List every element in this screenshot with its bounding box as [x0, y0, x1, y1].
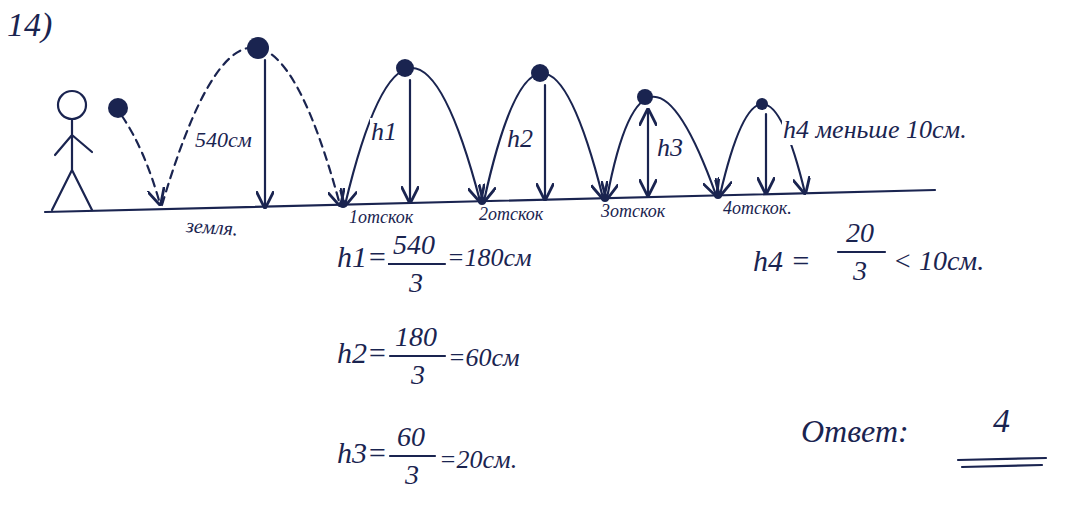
- problem-number: 14): [6, 6, 53, 43]
- height-arrow: [647, 110, 649, 195]
- throw-path: [122, 116, 160, 204]
- bounce-path: [162, 48, 340, 206]
- answer-label: Ответ:: [800, 414, 910, 449]
- numerator: 20: [845, 218, 875, 249]
- bounce-path: [484, 73, 603, 201]
- height-label: h3: [656, 134, 684, 163]
- bounce-label: 2отскок: [478, 205, 544, 225]
- bounce-path: [607, 97, 716, 198]
- numerator: 60: [396, 422, 426, 453]
- denominator: 3: [408, 268, 424, 299]
- ground-label: земля.: [184, 214, 239, 240]
- denominator: 3: [410, 360, 426, 391]
- height-arrow: [765, 114, 767, 193]
- note-text: h4 меньше 10см.: [782, 116, 968, 145]
- bounce-path: [345, 68, 480, 205]
- equation-part: =20см.: [438, 446, 518, 475]
- equation-part: h3=: [336, 436, 388, 469]
- height-label: h1: [370, 118, 398, 147]
- equation-part: h2=: [336, 336, 388, 369]
- numerator: 180: [394, 322, 438, 353]
- height-label: 540см: [194, 128, 253, 152]
- bounce-label: 3отскок: [600, 202, 666, 222]
- height-arrow: [544, 85, 546, 199]
- equation-part: < 10см.: [892, 246, 985, 277]
- bounce-label: 1отскок: [348, 208, 414, 228]
- denominator: 3: [404, 460, 420, 491]
- equation-part: =60см: [447, 344, 521, 373]
- bounce-label: 4отскок.: [722, 199, 793, 219]
- ball: [108, 37, 768, 208]
- height-arrow: [264, 60, 266, 207]
- height-label: h2: [506, 125, 534, 154]
- denominator: 3: [852, 256, 868, 287]
- answer-underline: [958, 458, 1046, 467]
- numerator: 540: [392, 230, 436, 261]
- height-arrow: [409, 80, 411, 202]
- answer-value: 4: [992, 402, 1011, 439]
- equation-part: h4 =: [752, 244, 812, 277]
- person-figure: [52, 91, 92, 210]
- equation-part: h1=: [336, 240, 388, 273]
- equation-part: =180см: [446, 244, 533, 273]
